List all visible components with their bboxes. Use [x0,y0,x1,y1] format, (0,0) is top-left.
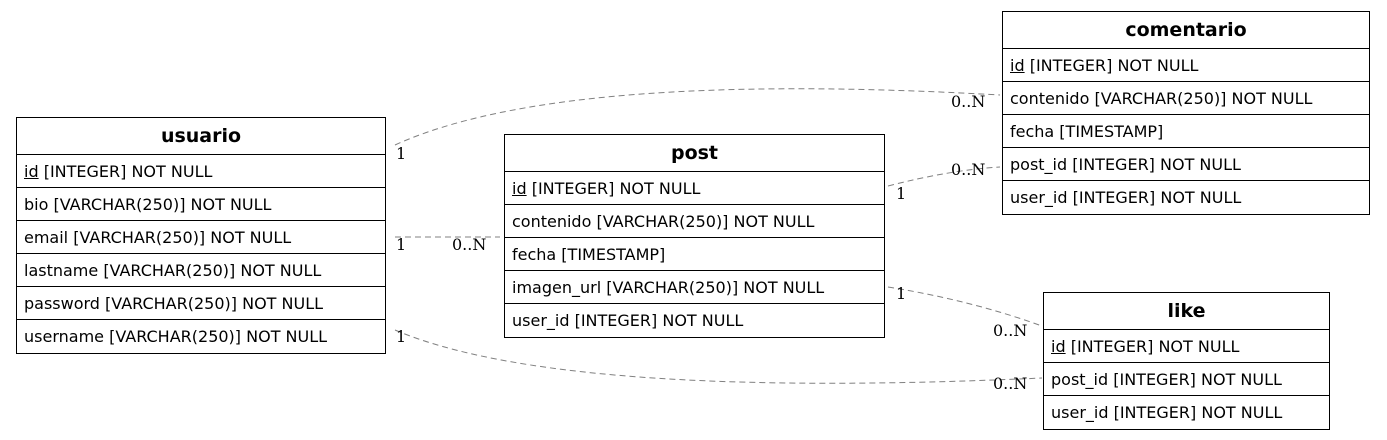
entity-like[interactable]: like id [INTEGER] NOT NULL post_id [INTE… [1043,292,1330,430]
primary-key: id [512,179,527,198]
cardinality-usuario-comentario-from: 1 [396,144,407,163]
field-usuario-password: password [VARCHAR(250)] NOT NULL [17,287,385,320]
field-post-user-id: user_id [INTEGER] NOT NULL [512,311,744,330]
entity-title-like: like [1044,293,1329,330]
field-post-id: id [INTEGER] NOT NULL [505,172,884,205]
cardinality-usuario-comentario-to: 0..N [951,92,986,111]
field-comentario-post-id: post_id [INTEGER] NOT NULL [1003,148,1369,181]
cardinality-usuario-post-from: 1 [396,235,407,254]
field-comentario-fecha: fecha [TIMESTAMP] [1003,115,1369,148]
field-usuario-id: id [INTEGER] NOT NULL [17,155,385,188]
field-post-contenido: contenido [VARCHAR(250)] NOT NULL [505,205,884,238]
cardinality-usuario-like-to: 0..N [993,374,1028,393]
field-post-imagen-url: imagen_url [VARCHAR(250)] NOT NULL [505,271,884,304]
field-like-id: id [INTEGER] NOT NULL [1044,330,1329,363]
cardinality-post-like-to: 0..N [993,321,1028,340]
entity-usuario[interactable]: usuario id [INTEGER] NOT NULL bio [VARCH… [16,117,386,354]
entity-comentario[interactable]: comentario id [INTEGER] NOT NULL conteni… [1002,11,1370,215]
field-usuario-email: email [VARCHAR(250)] NOT NULL [17,221,385,254]
entity-title-usuario: usuario [17,118,385,155]
edge-usuario-like [394,329,1043,384]
primary-key: id [1010,56,1025,75]
field-usuario-lastname: lastname [VARCHAR(250)] NOT NULL [17,254,385,287]
field-usuario-username: username [VARCHAR(250)] NOT NULL [24,327,328,346]
edge-usuario-comentario [394,88,1001,146]
cardinality-post-comentario-from: 1 [896,184,907,203]
entity-title-comentario: comentario [1003,12,1369,49]
field-like-post-id: post_id [INTEGER] NOT NULL [1044,363,1329,396]
cardinality-post-comentario-to: 0..N [951,160,986,179]
field-comentario-user-id: user_id [INTEGER] NOT NULL [1010,188,1242,207]
edge-post-comentario [887,166,1001,187]
entity-title-post: post [505,135,884,172]
cardinality-post-like-from: 1 [896,284,907,303]
cardinality-usuario-post-to: 0..N [452,235,487,254]
entity-post[interactable]: post id [INTEGER] NOT NULL contenido [VA… [504,134,885,338]
cardinality-usuario-like-from: 1 [396,327,407,346]
field-comentario-id: id [INTEGER] NOT NULL [1003,49,1369,82]
field-usuario-bio: bio [VARCHAR(250)] NOT NULL [17,188,385,221]
edge-post-like [887,286,1043,327]
field-comentario-contenido: contenido [VARCHAR(250)] NOT NULL [1003,82,1369,115]
field-post-fecha: fecha [TIMESTAMP] [505,238,884,271]
field-like-user-id: user_id [INTEGER] NOT NULL [1051,403,1283,422]
primary-key: id [24,162,39,181]
primary-key: id [1051,337,1066,356]
